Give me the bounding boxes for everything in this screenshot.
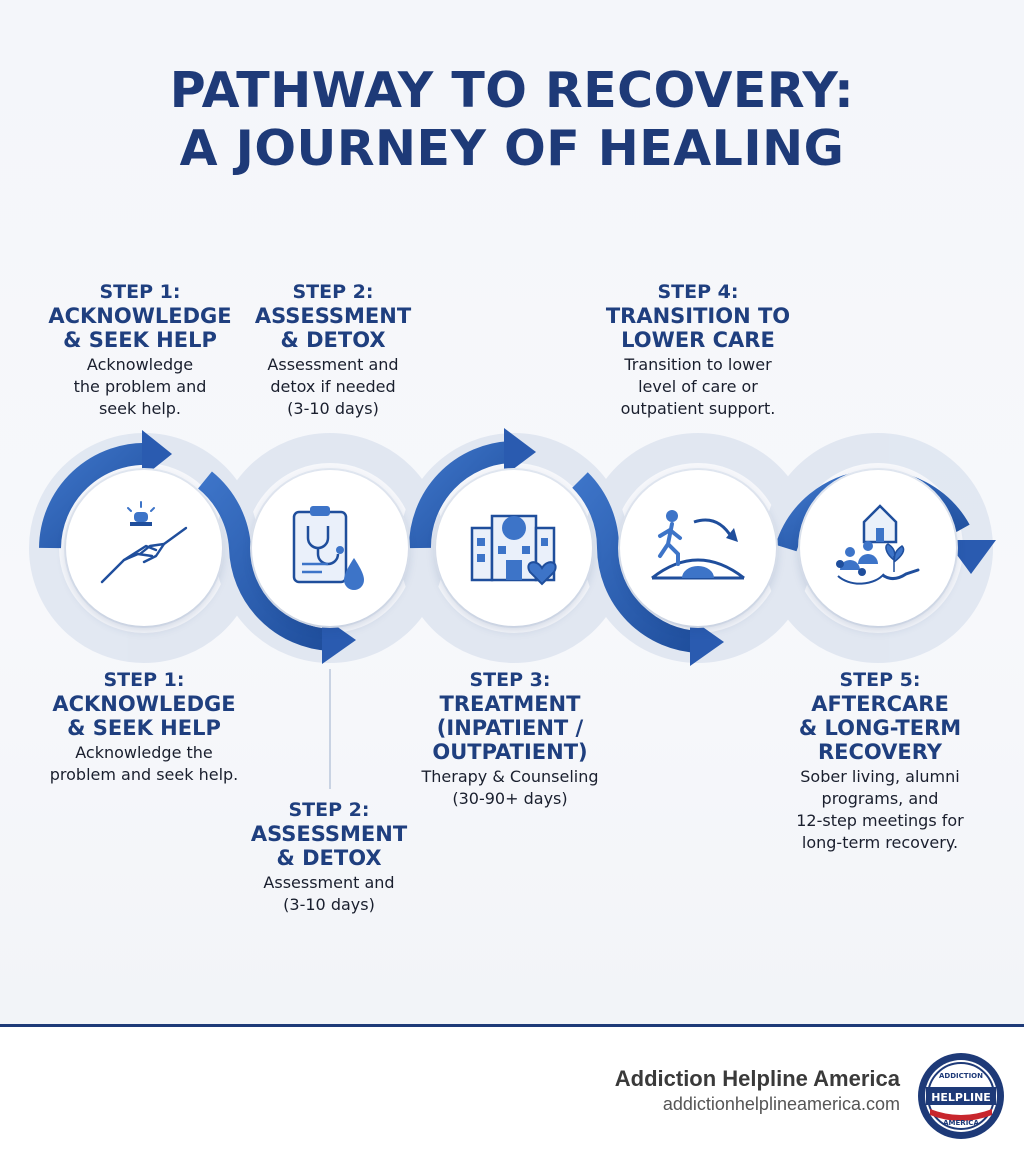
step-heading: ASSESSMENT & DETOX — [250, 822, 408, 870]
svg-text:AMERICA: AMERICA — [943, 1119, 979, 1127]
bottom-label-step-1: STEP 1: ACKNOWLEDGE & SEEK HELP Acknowle… — [32, 668, 256, 786]
community-home-icon — [836, 504, 920, 585]
page-title: PATHWAY TO RECOVERY: A JOURNEY OF HEALIN… — [0, 62, 1024, 178]
step-description: Sober living, alumni programs, and 12-st… — [796, 767, 964, 852]
step-number: STEP 2: — [288, 799, 370, 821]
top-label-step-1: STEP 1: ACKNOWLEDGE & SEEK HELP Acknowle… — [40, 280, 240, 420]
footer-divider — [0, 1024, 1024, 1027]
step-description: Assessment and detox if needed (3-10 day… — [267, 355, 399, 418]
arrow-head-5 — [946, 540, 996, 574]
step-heading: AFTERCARE & LONG-TERM RECOVERY — [798, 692, 962, 764]
step-2-circle — [252, 470, 408, 626]
svg-text:HELPLINE: HELPLINE — [931, 1091, 991, 1104]
arc-3-top — [408, 441, 513, 549]
infographic-canvas: PATHWAY TO RECOVERY: A JOURNEY OF HEALIN… — [0, 0, 1024, 1024]
step-heading: TRANSITION TO LOWER CARE — [605, 304, 791, 352]
step-description: Acknowledge the problem and seek help. — [73, 355, 207, 418]
person-bridge-icon — [651, 510, 745, 580]
step-description: Therapy & Counseling (30-90+ days) — [421, 767, 599, 808]
step-heading: ACKNOWLEDGE & SEEK HELP — [48, 304, 232, 352]
footer: Addiction Helpline America addictionhelp… — [0, 1027, 1024, 1154]
top-label-step-4: STEP 4: TRANSITION TO LOWER CARE Transit… — [590, 280, 806, 420]
step-heading: ASSESSMENT & DETOX — [254, 304, 412, 352]
arrow-head-4 — [690, 618, 724, 666]
step-number: STEP 3: — [469, 669, 551, 691]
step-description: Assessment and (3-10 days) — [263, 873, 395, 914]
svg-text:ADDICTION: ADDICTION — [939, 1072, 983, 1080]
bottom-label-step-5: STEP 5: AFTERCARE & LONG-TERM RECOVERY S… — [778, 668, 982, 854]
brand-url[interactable]: addictionhelplineamerica.com — [662, 1094, 900, 1114]
arrow-head-3 — [504, 428, 536, 476]
title-line-2: A JOURNEY OF HEALING — [179, 120, 845, 177]
arc-3-4-bottom — [571, 472, 701, 653]
bottom-label-step-2: STEP 2: ASSESSMENT & DETOX Assessment an… — [236, 798, 422, 916]
step-4-circle — [620, 470, 776, 626]
step-description: Transition to lower level of care or out… — [620, 355, 776, 418]
title-line-1: PATHWAY TO RECOVERY: — [169, 62, 855, 119]
step-number: STEP 5: — [839, 669, 921, 691]
step-5-circle — [800, 470, 956, 626]
divider-line — [329, 669, 331, 789]
step-number: STEP 1: — [99, 281, 181, 303]
step-description: Acknowledge the problem and seek help. — [49, 743, 239, 784]
step-heading: ACKNOWLEDGE & SEEK HELP — [52, 692, 236, 740]
step-number: STEP 2: — [292, 281, 374, 303]
top-label-step-2: STEP 2: ASSESSMENT & DETOX Assessment an… — [240, 280, 426, 420]
step-1-circle — [66, 470, 222, 626]
step-number: STEP 1: — [103, 669, 185, 691]
step-heading: TREATMENT (INPATIENT / OUTPATIENT) — [432, 692, 588, 764]
brand-name: Addiction Helpline America — [614, 1066, 900, 1091]
arc-1-2-bottom — [197, 471, 331, 651]
step-number: STEP 4: — [657, 281, 739, 303]
bottom-label-step-3: STEP 3: TREATMENT (INPATIENT / OUTPATIEN… — [410, 668, 610, 810]
arrow-head-1 — [142, 430, 172, 478]
helpline-badge-logo: HELPLINE ADDICTION AMERICA — [918, 1053, 1004, 1139]
hospital-brain-icon — [470, 514, 557, 586]
clipboard-stethoscope-icon — [292, 506, 364, 590]
arc-1-top — [39, 442, 151, 549]
helping-hands-icon — [100, 501, 188, 584]
step-3-circle — [436, 470, 592, 626]
arrow-head-2 — [322, 616, 356, 664]
